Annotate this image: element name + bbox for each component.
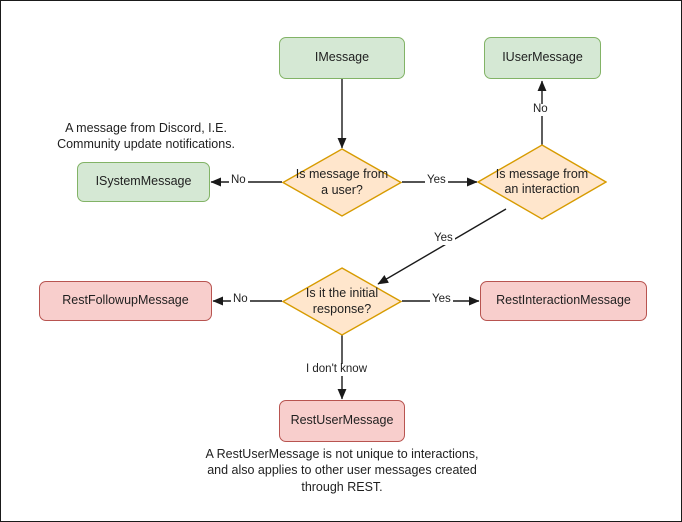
decision-is-message-from-interaction-label: Is message from an interaction <box>495 166 589 197</box>
edge-label-interaction-no: No <box>531 103 550 116</box>
edge-label-user-yes: Yes <box>425 174 448 187</box>
edge-label-initial-no: No <box>231 293 250 306</box>
node-restinteractionmessage[interactable]: RestInteractionMessage <box>480 281 647 321</box>
diamond-shape <box>477 144 607 220</box>
node-isystemmessage[interactable]: ISystemMessage <box>77 162 210 202</box>
decision-is-initial-response-label: Is it the initial response? <box>305 286 379 316</box>
node-iusermessage[interactable]: IUserMessage <box>484 37 601 79</box>
edge-label-text: No <box>533 103 548 115</box>
node-restusermessage[interactable]: RestUserMessage <box>279 400 405 442</box>
node-isystemmessage-label: ISystemMessage <box>95 174 192 189</box>
edge-label-text: No <box>233 293 248 305</box>
note-rest-user-message: A RestUserMessage is not unique to inter… <box>205 447 479 494</box>
node-imessage[interactable]: IMessage <box>279 37 405 79</box>
edge-label-text: I don't know <box>306 363 368 375</box>
edge-label-text: No <box>231 174 246 186</box>
node-restfollowupmessage[interactable]: RestFollowupMessage <box>39 281 212 321</box>
diamond-shape <box>282 267 402 336</box>
edge-label-interaction-yes: Yes <box>432 232 455 245</box>
node-restinteractionmessage-label: RestInteractionMessage <box>496 293 631 308</box>
node-decision-is-initial-response[interactable]: Is it the initial response? <box>282 267 402 336</box>
diamond-shape <box>282 148 402 217</box>
edge-label-initial-unknown: I don't know <box>304 363 370 376</box>
edge-label-initial-yes: Yes <box>430 293 453 306</box>
node-iusermessage-label: IUserMessage <box>502 50 583 65</box>
edge-label-text: Yes <box>427 174 446 186</box>
edge-label-text: Yes <box>432 293 451 305</box>
edge-label-user-no: No <box>229 174 248 187</box>
node-decision-is-message-from-user[interactable]: Is message from a user? <box>282 148 402 217</box>
node-restusermessage-label: RestUserMessage <box>290 413 394 428</box>
decision-is-message-from-user-label: Is message from a user? <box>295 167 389 197</box>
node-imessage-label: IMessage <box>314 50 370 65</box>
node-decision-is-message-from-interaction[interactable]: Is message from an interaction <box>477 144 607 220</box>
note-system-message: A message from Discord, I.E. Community u… <box>57 121 235 152</box>
edge-label-text: Yes <box>434 232 453 244</box>
node-restfollowupmessage-label: RestFollowupMessage <box>62 293 189 308</box>
